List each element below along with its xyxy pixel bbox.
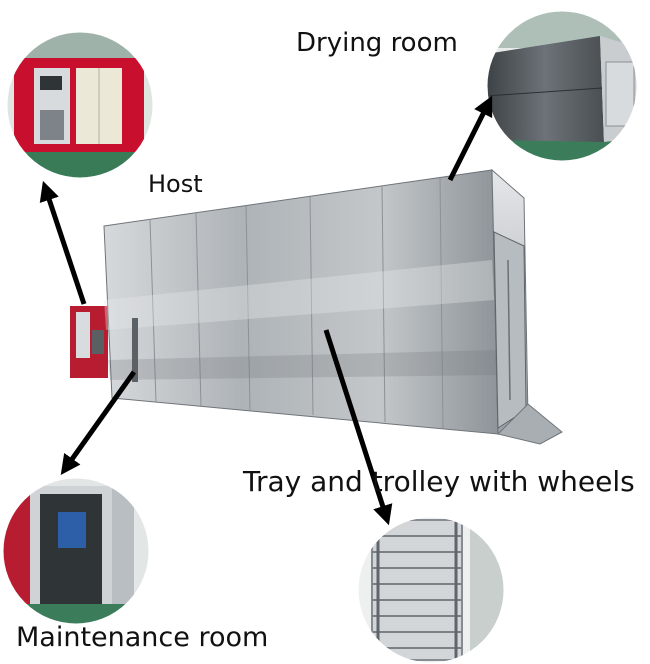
- drying-room-photo: [486, 10, 638, 162]
- arrow-drying-room: [447, 95, 493, 182]
- arrow-host: [39, 180, 87, 305]
- maintenance-room-photo: [2, 477, 150, 625]
- front-door-handle: [132, 318, 138, 382]
- drying-chamber: [70, 168, 563, 445]
- loading-ramp: [497, 403, 563, 445]
- host-label: Host: [148, 170, 203, 198]
- drying-room-label: Drying room: [296, 28, 458, 58]
- arrow-tray-trolley: [323, 329, 393, 526]
- attached-host-panel: [76, 312, 90, 358]
- tray-trolley-label: Tray and trolley with wheels: [243, 465, 635, 498]
- arrow-maintenance-room: [60, 370, 137, 476]
- host-photo: [6, 31, 154, 179]
- maintenance-room-label: Maintenance room: [16, 622, 269, 653]
- callout-arrows: [39, 95, 493, 526]
- tray-trolley-photo: [357, 516, 505, 664]
